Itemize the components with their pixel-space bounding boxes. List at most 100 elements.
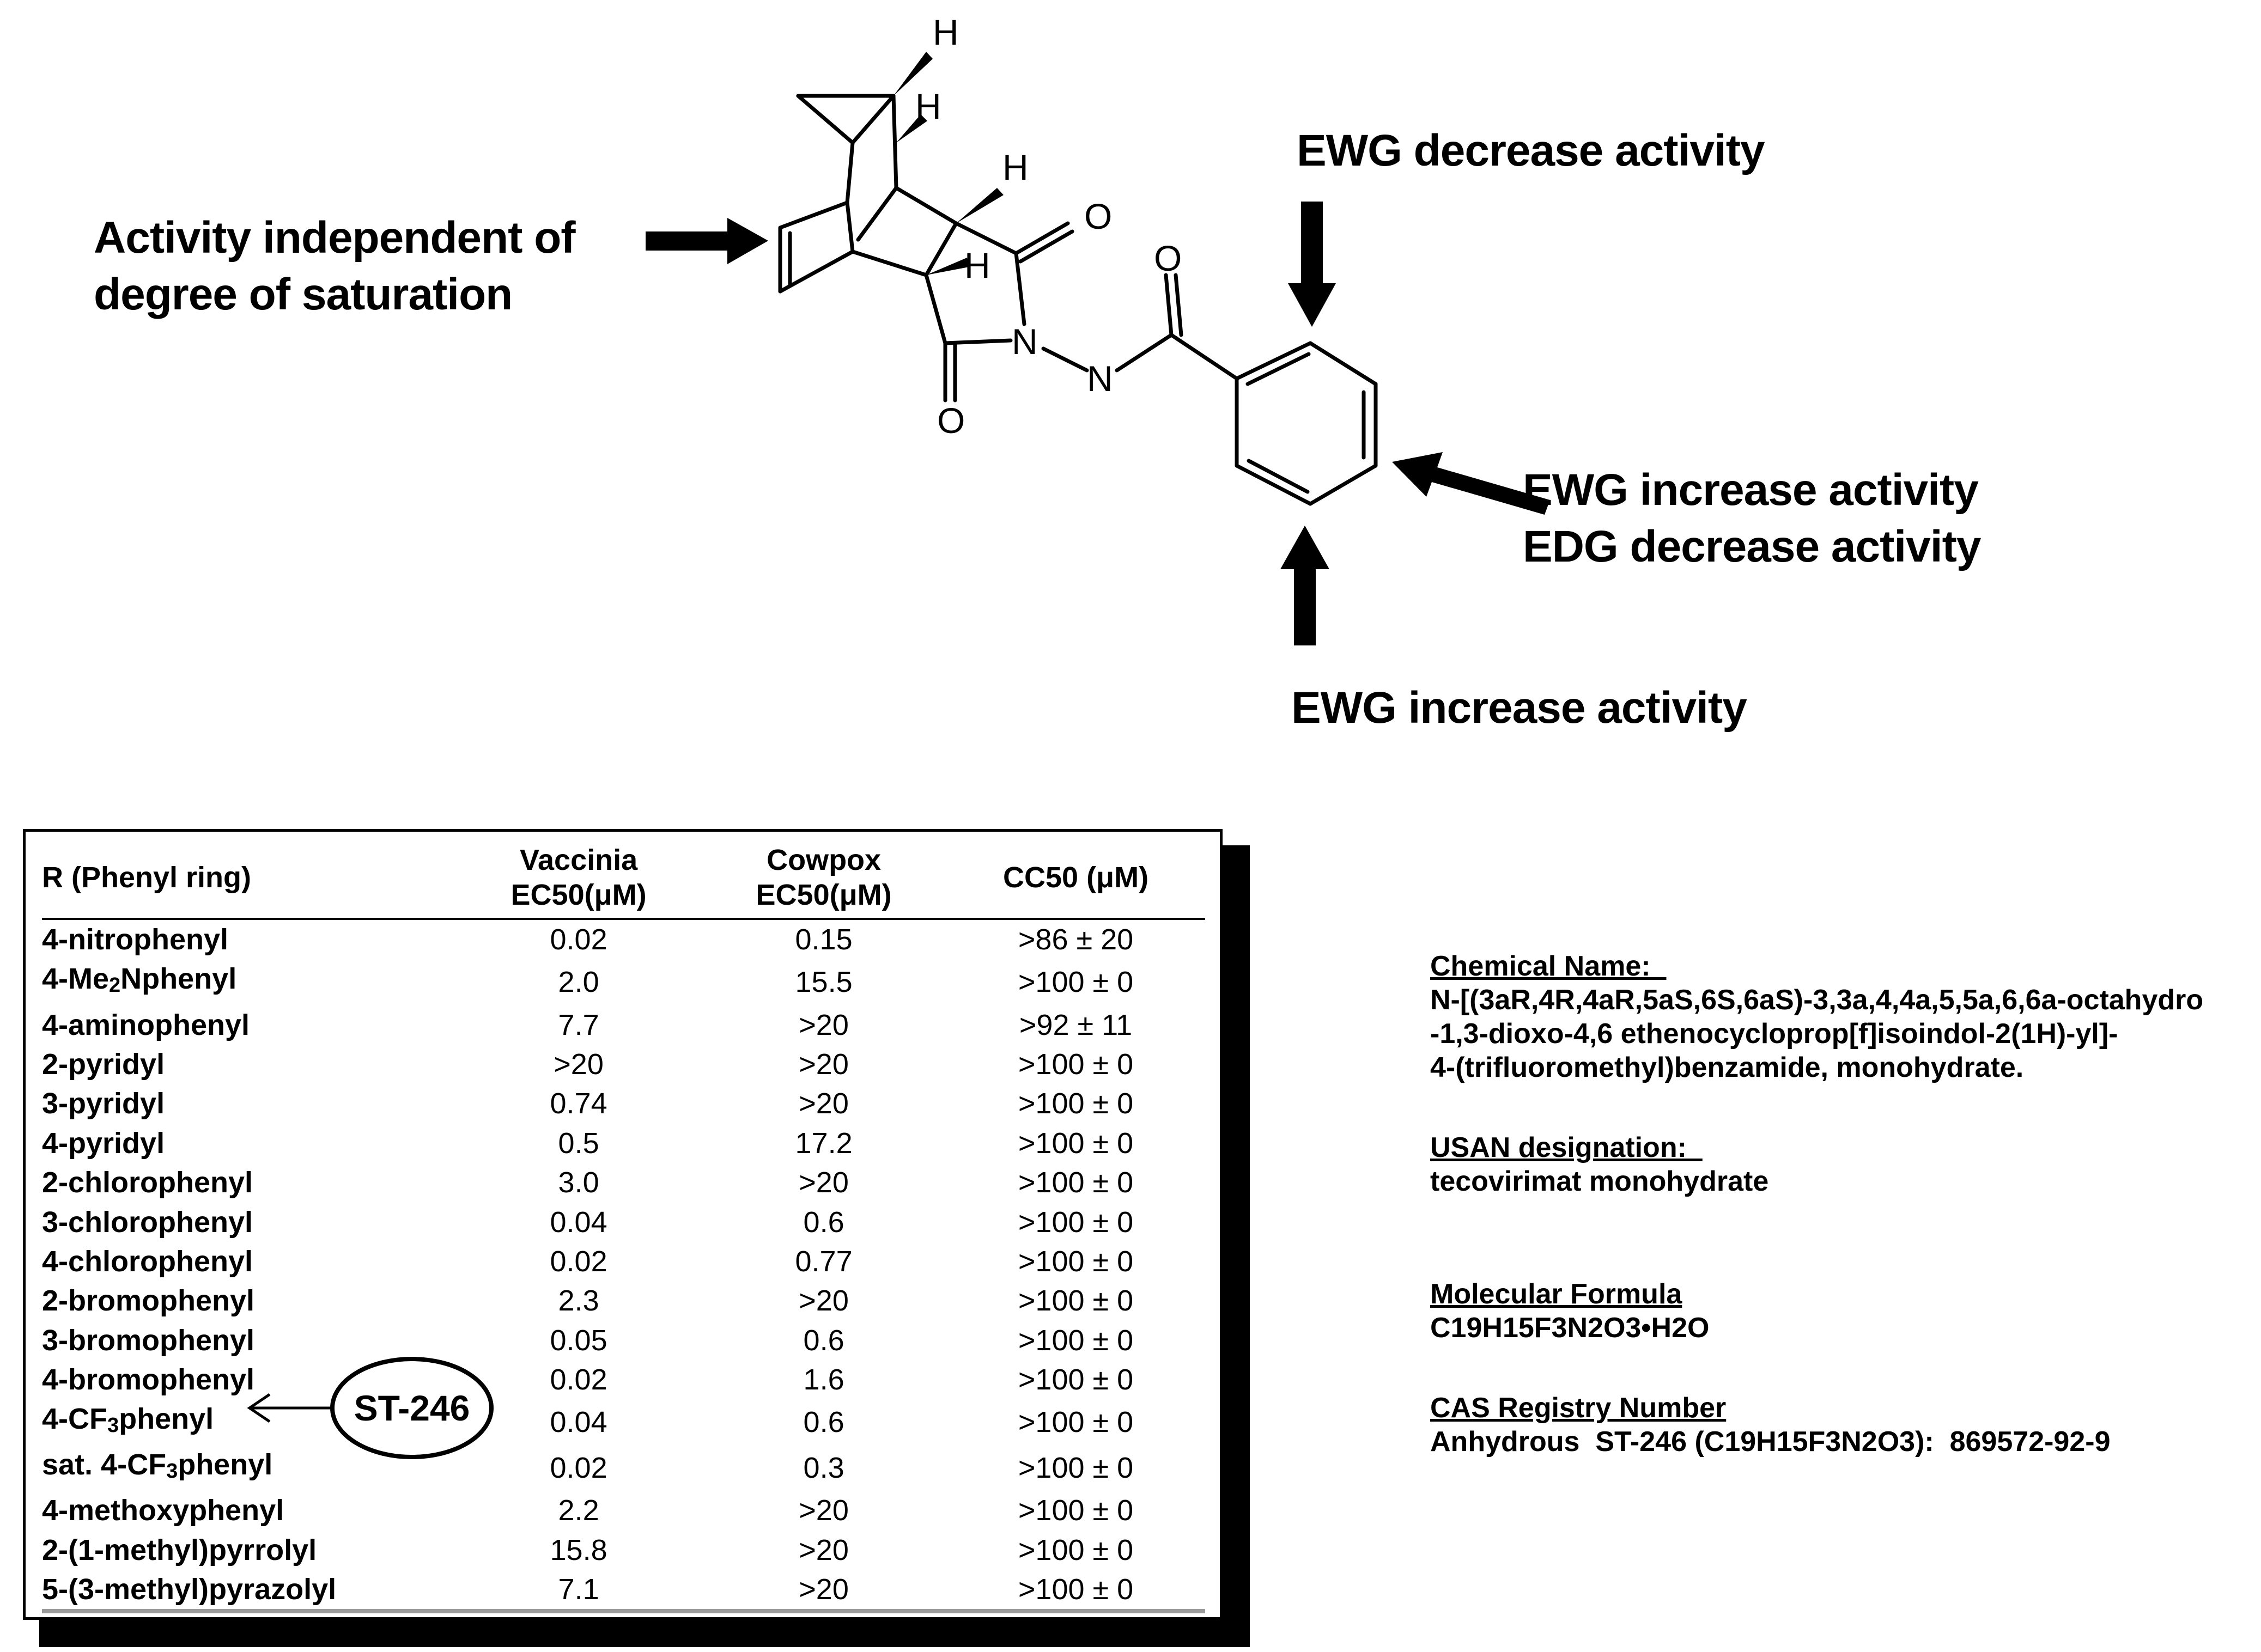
cell-r-group: 4-bromophenyl xyxy=(42,1363,255,1397)
cell-r-group: 4-CF3phenyl xyxy=(42,1399,456,1445)
r-text-part: 4-Me xyxy=(42,962,110,996)
cell-vaccinia-ec50: 3.0 xyxy=(558,1166,599,1199)
cell-cowpox-ec50: 0.77 xyxy=(795,1245,853,1278)
cell-cowpox-ec50: 0.6 xyxy=(803,1205,844,1239)
sar-table: R (Phenyl ring) Vaccinia EC50(μM) Cowpox… xyxy=(42,837,1205,1614)
chemical-name-line-3: 4-(trifluoromethyl)benzamide, monohydrat… xyxy=(1430,1052,2024,1083)
cell-r-group: 2-pyridyl xyxy=(42,1047,165,1081)
ewg-increase-bottom-annotation: EWG increase activity xyxy=(1291,683,1747,733)
cell-cc50: >100 ± 0 xyxy=(1018,1363,1134,1397)
cell-cowpox-ec50: 0.15 xyxy=(795,923,853,956)
annotation-arrows xyxy=(646,202,1550,645)
r-text-part: sat. 4-CF xyxy=(42,1448,167,1482)
cell-r-group: 3-bromophenyl xyxy=(42,1324,255,1357)
cell-cc50: >92 ± 11 xyxy=(1019,1008,1133,1041)
chemical-name-line-1: N-[(3aR,4R,4aR,5aS,6S,6aS)-3,3a,4,4a,5,5… xyxy=(1430,984,2204,1016)
saturation-line-2: degree of saturation xyxy=(94,270,513,319)
cell-cowpox-ec50: 1.6 xyxy=(803,1363,844,1397)
structure-bonds xyxy=(778,94,1378,506)
cell-cowpox-ec50: >20 xyxy=(799,1087,849,1120)
cell-cc50: >100 ± 0 xyxy=(1018,1166,1134,1199)
cell-vaccinia-ec50: >20 xyxy=(554,1047,604,1081)
cell-cowpox-ec50: >20 xyxy=(799,1494,849,1527)
r-subscript: 3 xyxy=(107,1414,119,1437)
cell-vaccinia-ec50: 2.3 xyxy=(558,1284,599,1318)
oxygen-bottom-label: O xyxy=(937,400,965,441)
r-subscript: 2 xyxy=(109,974,121,997)
cell-cc50: >100 ± 0 xyxy=(1018,1533,1134,1566)
table-row: 2-bromophenyl 2.3 >20 >100 ± 0 xyxy=(42,1281,1205,1320)
cell-cowpox-ec50: >20 xyxy=(799,1284,849,1318)
sar-table-panel: R (Phenyl ring) Vaccinia EC50(μM) Cowpox… xyxy=(23,829,1223,1620)
cell-cc50: >100 ± 0 xyxy=(1018,966,1134,999)
table-row: 2-pyridyl>20>20>100 ± 0 xyxy=(42,1045,1205,1084)
right-line-1: EWG increase activity xyxy=(1523,465,1979,515)
cell-cowpox-ec50: 0.6 xyxy=(803,1406,844,1439)
cell-cc50: >100 ± 0 xyxy=(946,1570,1205,1614)
r-subscript: 3 xyxy=(166,1460,178,1483)
cell-cowpox-ec50: 15.5 xyxy=(795,966,853,999)
oxygen-top-label: O xyxy=(1084,196,1112,236)
hydrogen-top-label: H xyxy=(933,12,959,52)
ewg-decrease-annotation: EWG decrease activity xyxy=(1297,126,1765,175)
cell-vaccinia-ec50: 2.0 xyxy=(558,966,599,999)
table-row: 4-bromophenyl 0.02 1.6 >100 ± 0 xyxy=(42,1360,1205,1399)
cell-vaccinia-ec50: 0.02 xyxy=(550,1363,607,1397)
cell-vaccinia-ec50: 2.2 xyxy=(558,1494,599,1527)
cas-heading: CAS Registry Number xyxy=(1430,1392,1727,1424)
cell-r-group: 4-methoxyphenyl xyxy=(42,1494,284,1527)
callout-arrow-head xyxy=(247,1393,271,1423)
cell-cc50: >100 ± 0 xyxy=(1018,1087,1134,1120)
oxygen-amide-label: O xyxy=(1154,238,1182,278)
cell-r-group: 2-(1-methyl)pyrrolyl xyxy=(42,1533,317,1566)
cell-r-group: 4-chlorophenyl xyxy=(42,1245,253,1278)
cell-vaccinia-ec50: 0.05 xyxy=(550,1324,607,1357)
cell-cowpox-ec50: >20 xyxy=(799,1008,849,1041)
cell-cowpox-ec50: >20 xyxy=(799,1166,849,1199)
cell-vaccinia-ec50: 0.04 xyxy=(550,1406,607,1439)
callout-label: ST-246 xyxy=(354,1388,470,1428)
nitrogen-imide-label: N xyxy=(1012,321,1038,362)
cell-r-group: 3-pyridyl xyxy=(42,1087,165,1120)
header-vaccinia-line-2: EC50(μM) xyxy=(510,879,647,911)
cell-vaccinia-ec50: 0.04 xyxy=(550,1205,607,1239)
cell-cc50: >86 ± 20 xyxy=(1018,923,1134,956)
saturation-arrow xyxy=(646,218,768,264)
right-annotation: EWG increase activity EDG decrease activ… xyxy=(1523,462,1981,575)
header-vaccinia-line-1: Vaccinia xyxy=(519,844,638,876)
cell-cc50: >100 ± 0 xyxy=(1018,1452,1134,1485)
cell-r-group: 5-(3-methyl)pyrazolyl xyxy=(42,1570,457,1614)
cell-cc50: >100 ± 0 xyxy=(1018,1406,1134,1439)
stereo-wedges xyxy=(894,52,1004,275)
cell-cc50: >100 ± 0 xyxy=(1018,1284,1134,1318)
st246-callout: ST-246 xyxy=(247,1357,494,1459)
nitrogen-amine-label: N xyxy=(1087,358,1113,399)
cell-vaccinia-ec50: 0.02 xyxy=(550,1245,607,1278)
cell-r-group: 2-bromophenyl xyxy=(42,1284,255,1318)
r-text-part: phenyl xyxy=(178,1448,273,1482)
chemical-name-heading: Chemical Name: xyxy=(1430,950,1667,982)
info-block: Chemical Name: N-[(3aR,4R,4aR,5aS,6S,6aS… xyxy=(1430,949,2203,1459)
header-vaccinia: Vaccinia EC50(μM) xyxy=(456,837,701,919)
ewg-edg-right-arrow xyxy=(1392,452,1550,515)
table-row: 4-Me2Nphenyl 2.0 15.5 >100 ± 0 xyxy=(42,959,1205,1005)
cell-cc50: >100 ± 0 xyxy=(1018,1324,1134,1357)
hydrogen-cyclo-label: H xyxy=(915,86,941,126)
cell-vaccinia-ec50: 7.7 xyxy=(558,1008,599,1041)
cell-cc50: >100 ± 0 xyxy=(1018,1126,1134,1160)
cell-cowpox-ec50: 17.2 xyxy=(795,1126,853,1160)
formula-heading: Molecular Formula xyxy=(1430,1278,1682,1310)
cell-r-group: 4-aminophenyl xyxy=(42,1008,250,1041)
r-text-part: Nphenyl xyxy=(120,962,237,996)
header-r-phenyl-ring: R (Phenyl ring) xyxy=(42,837,456,919)
cell-cowpox-ec50: >20 xyxy=(701,1570,947,1614)
